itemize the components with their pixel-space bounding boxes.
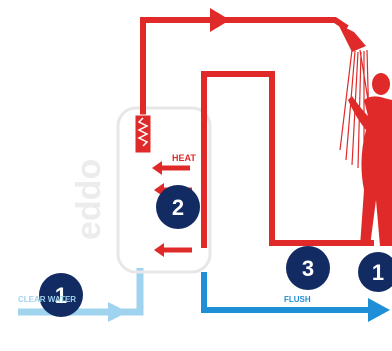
return-pipe [201, 71, 374, 248]
flush-label: FLUSH [284, 295, 311, 304]
tank-outline [116, 106, 212, 274]
flush-arrow [368, 298, 390, 322]
person-silhouette-icon [348, 73, 392, 246]
step-badge-shower: 1 [358, 252, 392, 292]
cold-inlet-arrow [108, 302, 128, 322]
flush-pipe [201, 272, 390, 322]
step-badge-tank: 2 [156, 185, 200, 229]
clear-water-label: CLEAR WATER [18, 295, 76, 304]
svg-text:1: 1 [55, 283, 67, 308]
heat-label: HEAT [172, 153, 196, 163]
svg-text:1: 1 [372, 260, 384, 285]
tank-logo: eddo [70, 159, 108, 240]
svg-text:3: 3 [302, 256, 314, 281]
step-badge-inlet: 1 [39, 273, 83, 317]
hot-supply-arrow [210, 8, 230, 32]
hot-supply-pipe [140, 8, 349, 122]
heat-arrow [152, 161, 190, 175]
step-badge-flush: 3 [286, 246, 330, 290]
svg-text:2: 2 [172, 195, 184, 220]
heating-element [134, 114, 152, 154]
